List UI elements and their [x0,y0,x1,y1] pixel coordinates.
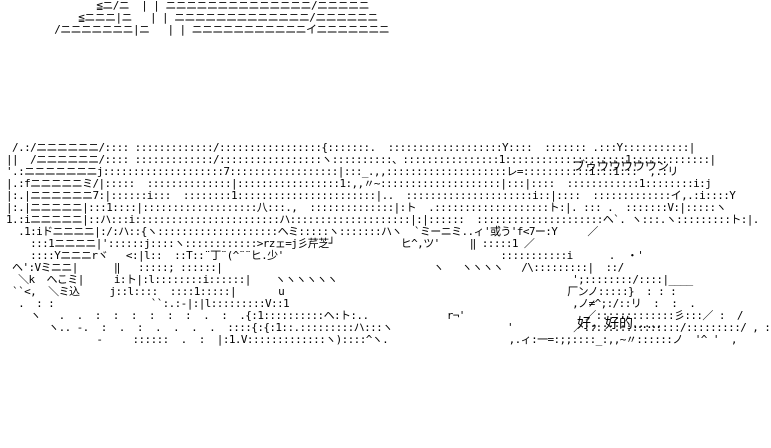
ascii-art-character-scene: /.:/ニニニニニニ/:::: :::::::::::::/::::::::::… [6,141,771,346]
caption-okay-reply: 好，好的…… [577,316,661,332]
caption-engine-sound: ブゥウウウウウン [573,159,670,173]
ascii-art-top-block: ≦ニ/ニ | | ニニニニニニニニニニニニニニ/ニニニニニ ≦ニニニ|ニ | |… [54,0,390,36]
